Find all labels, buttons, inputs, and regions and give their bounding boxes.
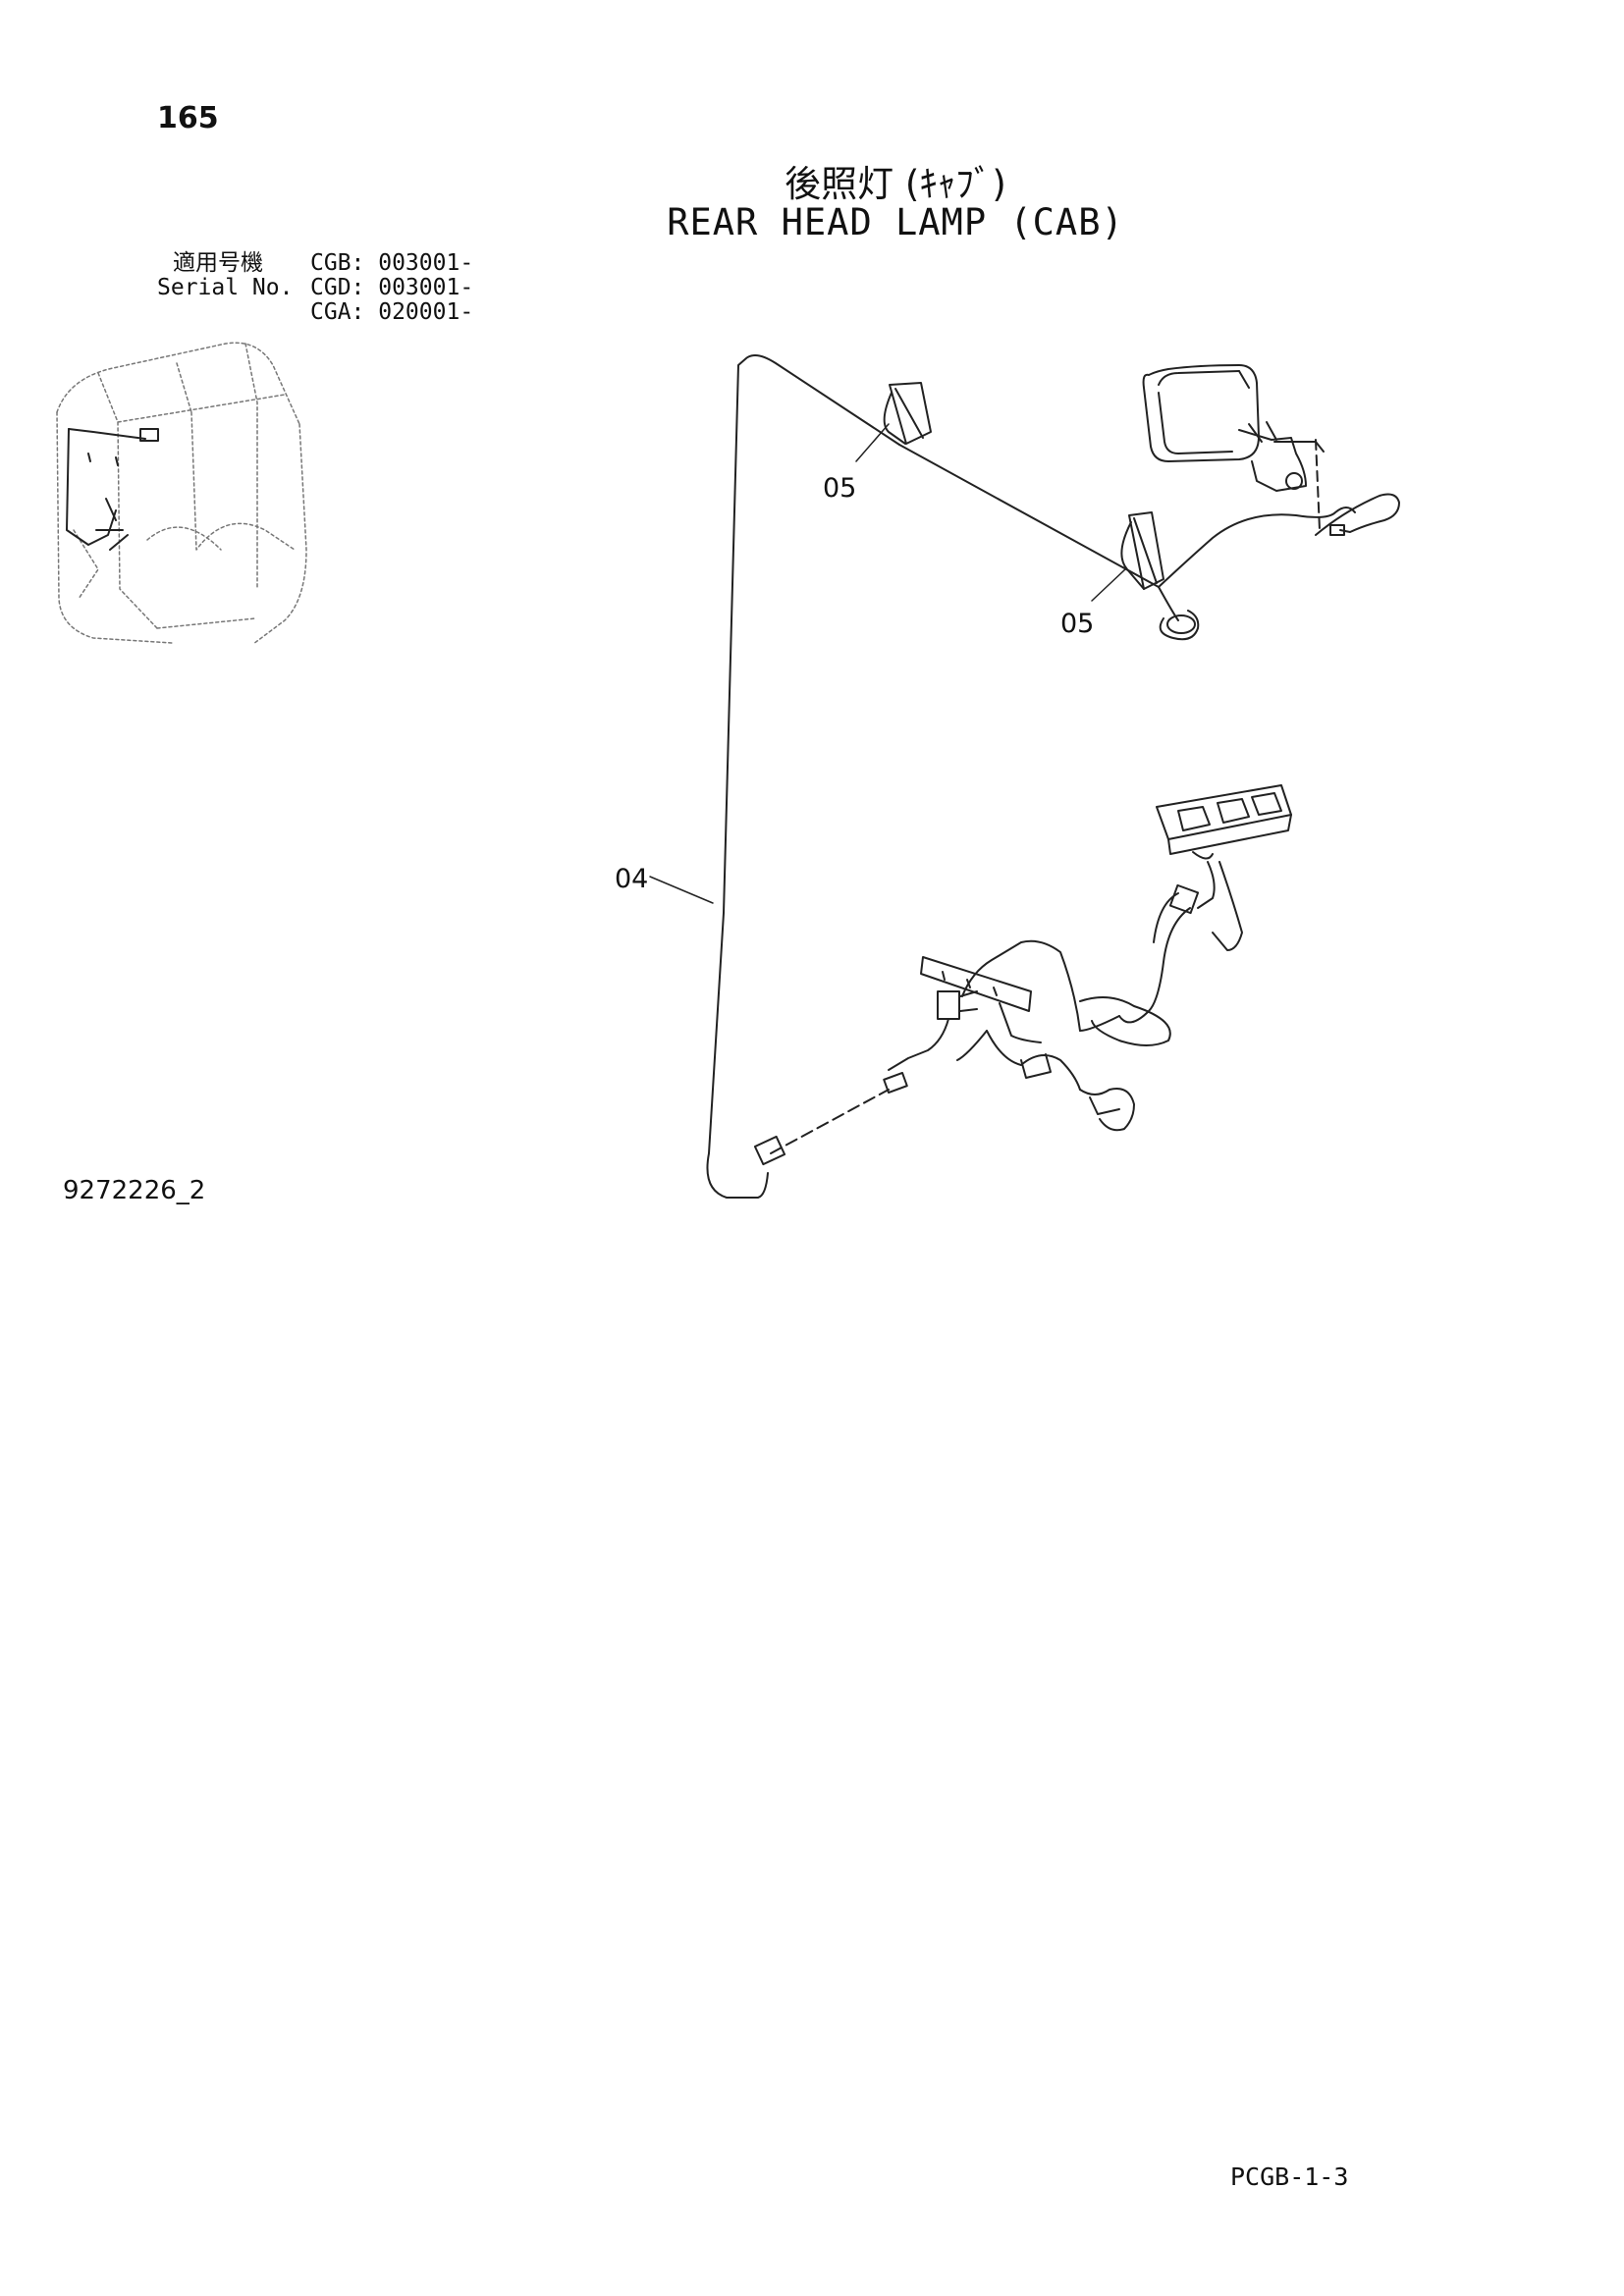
- callout-harness: 04: [615, 864, 649, 894]
- serial-range-cga: CGA: 020001-: [310, 299, 474, 325]
- figure-code: 9272226_2: [63, 1176, 206, 1205]
- serial-label-english: Serial No.: [157, 275, 294, 300]
- harness-04-connector: [753, 1135, 786, 1166]
- cab-wire-harness: [883, 861, 1243, 1132]
- serial-range-cgb: CGB: 003001-: [310, 250, 474, 276]
- clip-05-lower: [1120, 511, 1164, 590]
- callout-upper-clip: 05: [823, 473, 857, 504]
- cab-switch-panel: [1156, 784, 1292, 860]
- page-title-japanese: 後照灯 (ｷｬﾌﾞ): [785, 163, 1006, 205]
- serial-label-japanese: 適用号機: [173, 250, 263, 276]
- page-code: PCGB-1-3: [1230, 2163, 1349, 2191]
- cab-harness-highlight: [66, 428, 159, 551]
- rear-head-lamp: [1142, 364, 1400, 536]
- callout-lower-clip: 05: [1060, 609, 1095, 639]
- page-title-english: REAR HEAD LAMP (CAB): [667, 201, 1124, 243]
- leader-line-upper-clip: [855, 423, 890, 462]
- cab-overview-thumbnail: [56, 342, 307, 645]
- clip-05-upper: [883, 382, 932, 445]
- lamp-connector: [1159, 610, 1200, 641]
- leader-line-harness: [649, 876, 714, 904]
- connection-dashed-line: [770, 1089, 890, 1154]
- leader-line-lower-clip: [1091, 568, 1126, 602]
- harness-04-wire: [706, 353, 1356, 1199]
- page-number: 165: [157, 101, 219, 135]
- serial-range-cgd: CGD: 003001-: [310, 275, 474, 300]
